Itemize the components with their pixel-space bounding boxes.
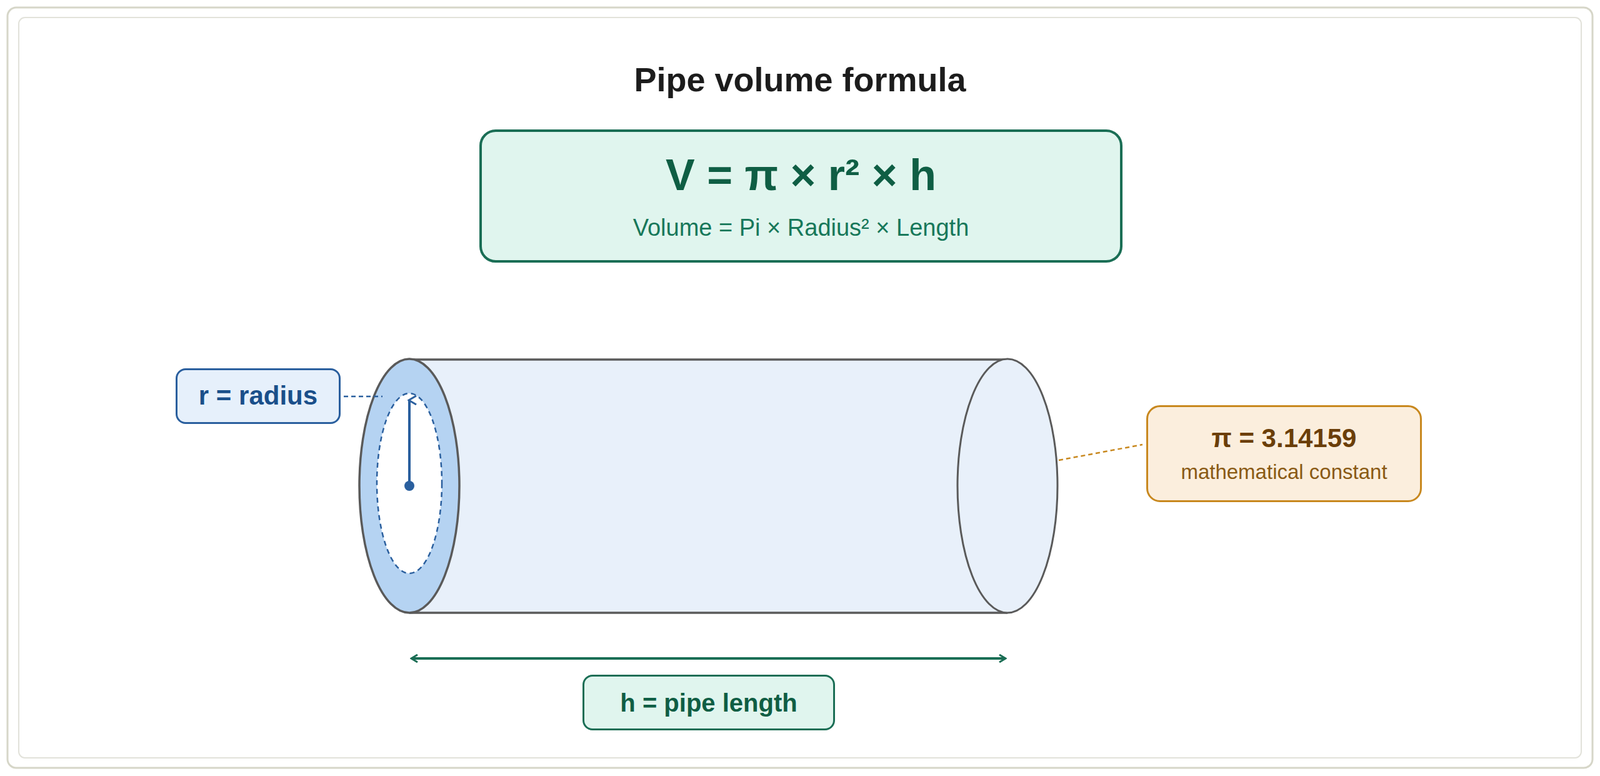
center-dot xyxy=(404,480,415,491)
length-dimension xyxy=(411,656,1006,660)
pipe-bore xyxy=(376,393,442,574)
leader-line xyxy=(1058,444,1143,460)
node-heading: π = 3.14159 xyxy=(1211,423,1357,454)
node-subtext: Volume = Pi × Radius² × Length xyxy=(633,214,970,242)
leader-line xyxy=(343,395,383,398)
inner-frame xyxy=(18,17,1582,758)
outer-frame xyxy=(7,7,1593,768)
radius-label-box: r = radius xyxy=(175,368,341,424)
node-heading: V = π × r² × h xyxy=(665,150,937,201)
pipe-edge xyxy=(409,358,1008,361)
diagram-title: Pipe volume formula xyxy=(0,60,1600,99)
constant-box: π = 3.14159 mathematical constant xyxy=(1146,405,1422,502)
pipe-far-end xyxy=(957,358,1058,613)
node-heading: r = radius xyxy=(198,380,318,411)
pipe-edge xyxy=(409,611,1008,614)
formula-box: V = π × r² × h Volume = Pi × Radius² × Le… xyxy=(479,129,1123,263)
node-heading: h = pipe length xyxy=(620,688,797,717)
radius-arrow xyxy=(408,400,411,486)
length-label-box: h = pipe length xyxy=(582,674,835,730)
node-subtext: mathematical constant xyxy=(1180,460,1387,484)
